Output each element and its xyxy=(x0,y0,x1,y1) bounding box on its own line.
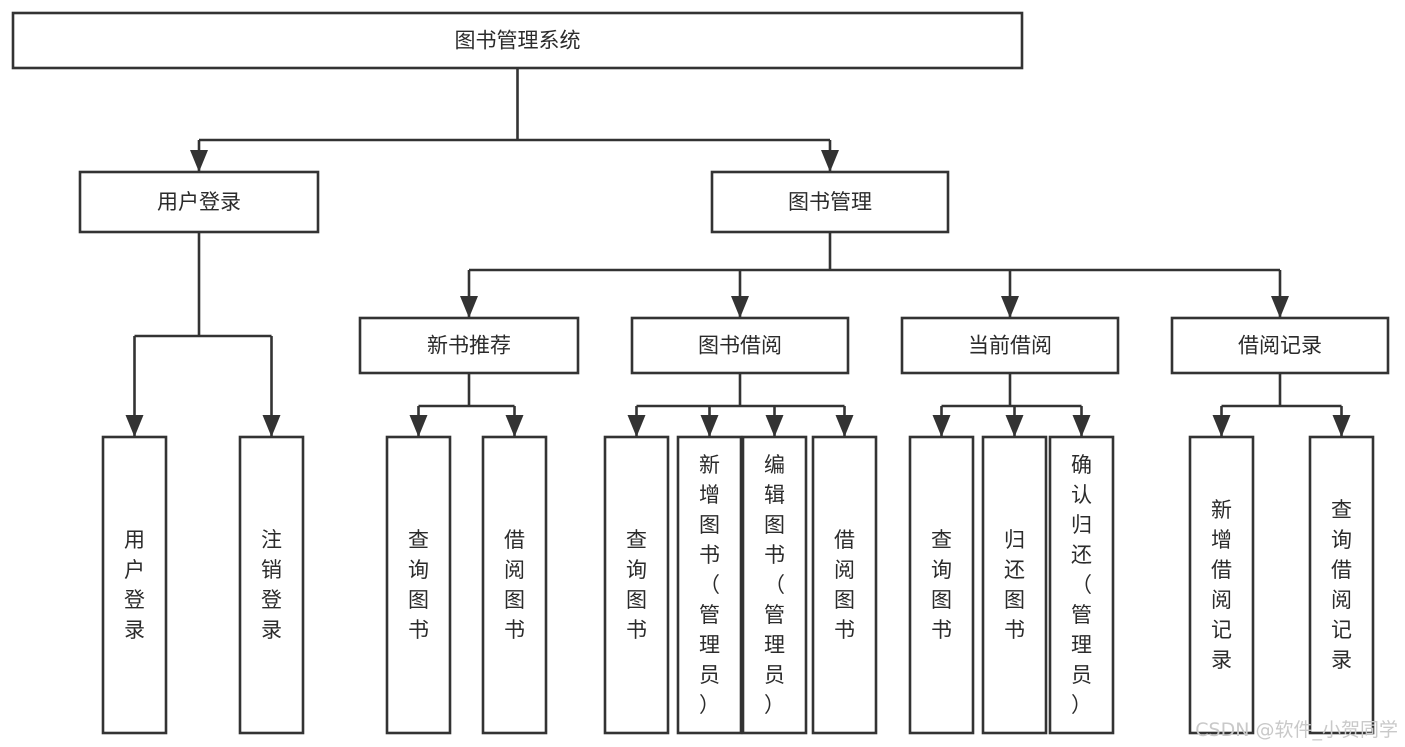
node-query-book-2[interactable]: 查询图书 xyxy=(603,435,670,735)
node-user-login-leaf-box[interactable] xyxy=(101,435,168,735)
node-root[interactable]: 图书管理系统 xyxy=(11,11,1024,70)
node-borrow-book-2-label: 借阅图书 xyxy=(834,528,855,642)
node-user-login-leaf[interactable]: 用户登录 xyxy=(101,435,168,735)
node-new-book-recommend-box[interactable] xyxy=(358,316,580,375)
node-edit-book-admin-label: 编辑图书（管理员） xyxy=(764,453,785,717)
arrow-head-icon xyxy=(1271,296,1289,318)
arrow-head-icon xyxy=(1005,415,1024,437)
node-confirm-return-admin-box[interactable] xyxy=(1048,435,1115,735)
node-query-book-1-label: 查询图书 xyxy=(408,528,429,642)
node-return-book[interactable]: 归还图书 xyxy=(981,435,1048,735)
arrow-head-icon xyxy=(700,415,719,437)
node-add-borrow-record-box[interactable] xyxy=(1188,435,1255,735)
node-confirm-return-admin[interactable]: 确认归还（管理员） xyxy=(1048,435,1115,735)
node-book-borrow-label: 图书借阅 xyxy=(698,334,782,358)
node-book-manage-box[interactable] xyxy=(710,170,950,234)
node-add-book-admin-box[interactable] xyxy=(676,435,743,735)
node-current-borrow-box[interactable] xyxy=(900,316,1120,375)
node-query-book-1[interactable]: 查询图书 xyxy=(385,435,452,735)
arrow-head-icon xyxy=(765,415,784,437)
node-borrow-book-1[interactable]: 借阅图书 xyxy=(481,435,548,735)
node-book-manage[interactable]: 图书管理 xyxy=(710,170,950,234)
arrow-head-icon xyxy=(409,415,428,437)
arrow-head-icon xyxy=(190,150,208,172)
node-borrow-record[interactable]: 借阅记录 xyxy=(1170,316,1390,375)
node-user-logout-leaf[interactable]: 注销登录 xyxy=(238,435,305,735)
node-layer: 图书管理系统用户登录用户登录注销登录图书管理新书推荐查询图书借阅图书图书借阅查询… xyxy=(11,11,1390,735)
arrow-head-icon xyxy=(1001,296,1019,318)
node-add-book-admin[interactable]: 新增图书（管理员） xyxy=(676,435,743,735)
csdn-watermark: CSDN @软件_小贺同学 xyxy=(1195,719,1398,741)
node-confirm-return-admin-label: 确认归还（管理员） xyxy=(1071,453,1092,717)
node-borrow-book-2[interactable]: 借阅图书 xyxy=(811,435,878,735)
node-new-book-recommend[interactable]: 新书推荐 xyxy=(358,316,580,375)
node-borrow-book-1-label: 借阅图书 xyxy=(504,528,525,642)
node-book-manage-label: 图书管理 xyxy=(788,190,872,214)
arrow-head-icon xyxy=(505,415,524,437)
node-query-borrow-record[interactable]: 查询借阅记录 xyxy=(1308,435,1375,735)
node-user-logout-leaf-label: 注销登录 xyxy=(261,528,282,642)
arrow-head-icon xyxy=(460,296,478,318)
node-user-login-box[interactable] xyxy=(78,170,320,234)
node-user-login-label: 用户登录 xyxy=(157,190,241,214)
node-query-book-1-box[interactable] xyxy=(385,435,452,735)
node-user-logout-leaf-box[interactable] xyxy=(238,435,305,735)
arrow-head-icon xyxy=(1332,415,1351,437)
node-query-book-3-label: 查询图书 xyxy=(931,528,952,642)
node-query-borrow-record-box[interactable] xyxy=(1308,435,1375,735)
node-return-book-box[interactable] xyxy=(981,435,1048,735)
arrow-head-icon xyxy=(1072,415,1091,437)
node-query-borrow-record-label: 查询借阅记录 xyxy=(1331,498,1352,672)
arrow-head-icon xyxy=(262,415,281,437)
arrow-head-icon xyxy=(125,415,144,437)
node-borrow-record-box[interactable] xyxy=(1170,316,1390,375)
node-book-borrow-box[interactable] xyxy=(630,316,850,375)
node-add-borrow-record[interactable]: 新增借阅记录 xyxy=(1188,435,1255,735)
node-query-book-2-label: 查询图书 xyxy=(626,528,647,642)
node-book-borrow[interactable]: 图书借阅 xyxy=(630,316,850,375)
node-borrow-book-1-box[interactable] xyxy=(481,435,548,735)
node-user-login[interactable]: 用户登录 xyxy=(78,170,320,234)
node-user-login-leaf-label: 用户登录 xyxy=(124,528,145,642)
node-add-book-admin-label: 新增图书（管理员） xyxy=(699,453,720,717)
arrow-head-icon xyxy=(932,415,951,437)
node-borrow-record-label: 借阅记录 xyxy=(1238,334,1322,358)
arrow-head-icon xyxy=(835,415,854,437)
node-current-borrow-label: 当前借阅 xyxy=(968,334,1052,358)
node-return-book-label: 归还图书 xyxy=(1004,528,1025,642)
node-query-book-2-box[interactable] xyxy=(603,435,670,735)
node-new-book-recommend-label: 新书推荐 xyxy=(427,334,511,358)
node-root-box[interactable] xyxy=(11,11,1024,70)
connector-layer xyxy=(125,68,1351,437)
node-edit-book-admin[interactable]: 编辑图书（管理员） xyxy=(741,435,808,735)
node-root-label: 图书管理系统 xyxy=(455,29,581,53)
node-current-borrow[interactable]: 当前借阅 xyxy=(900,316,1120,375)
node-query-book-3-box[interactable] xyxy=(908,435,975,735)
node-edit-book-admin-box[interactable] xyxy=(741,435,808,735)
arrow-head-icon xyxy=(627,415,646,437)
node-add-borrow-record-label: 新增借阅记录 xyxy=(1211,498,1232,672)
node-query-book-3[interactable]: 查询图书 xyxy=(908,435,975,735)
arrow-head-icon xyxy=(1212,415,1231,437)
arrow-head-icon xyxy=(731,296,749,318)
arrow-head-icon xyxy=(821,150,839,172)
node-borrow-book-2-box[interactable] xyxy=(811,435,878,735)
